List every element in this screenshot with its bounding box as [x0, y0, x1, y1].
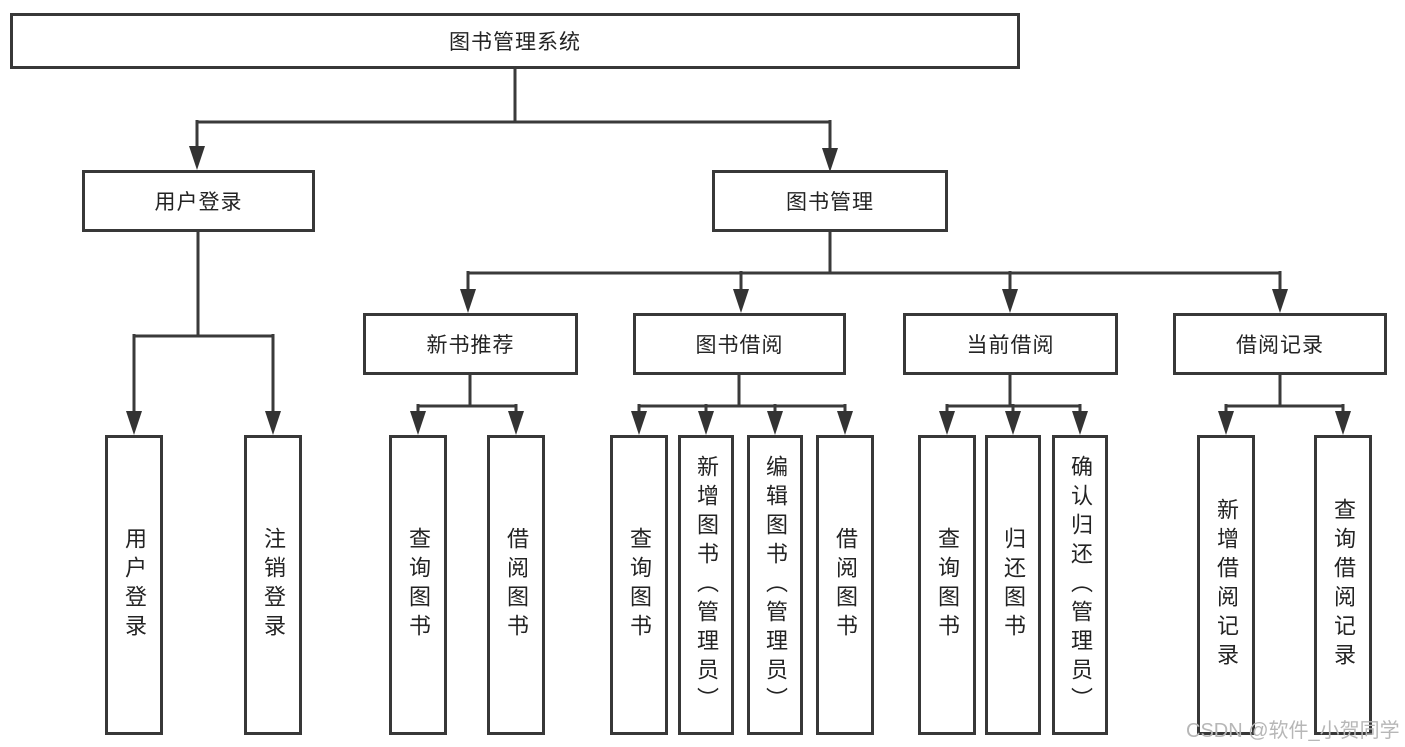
leaf-return-book: 归还图书 — [985, 435, 1041, 735]
node-user-login: 用户登录 — [82, 170, 315, 232]
leaf-add-book-admin: 新增图书（管理员） — [678, 435, 734, 735]
leaf-add-borrow-record: 新增借阅记录 — [1197, 435, 1255, 735]
leaf-logout: 注销登录 — [244, 435, 302, 735]
leaf-edit-book-admin: 编辑图书（管理员） — [747, 435, 803, 735]
leaf-borrow-books-1: 借阅图书 — [487, 435, 545, 735]
leaf-user-login: 用户登录 — [105, 435, 163, 735]
leaf-confirm-return-admin: 确认归还（管理员） — [1052, 435, 1108, 735]
leaf-query-books-1: 查询图书 — [389, 435, 447, 735]
node-root-system: 图书管理系统 — [10, 13, 1020, 69]
leaf-query-books-3: 查询图书 — [918, 435, 976, 735]
leaf-query-borrow-record: 查询借阅记录 — [1314, 435, 1372, 735]
node-borrow-records: 借阅记录 — [1173, 313, 1387, 375]
node-book-management: 图书管理 — [712, 170, 948, 232]
node-current-borrow: 当前借阅 — [903, 313, 1118, 375]
arrowheads — [126, 146, 1351, 435]
csdn-watermark: CSDN @软件_小贺同学 — [1186, 720, 1400, 742]
leaf-borrow-books-2: 借阅图书 — [816, 435, 874, 735]
leaf-query-books-2: 查询图书 — [610, 435, 668, 735]
node-new-book-recommend: 新书推荐 — [363, 313, 578, 375]
node-book-borrow: 图书借阅 — [633, 313, 846, 375]
